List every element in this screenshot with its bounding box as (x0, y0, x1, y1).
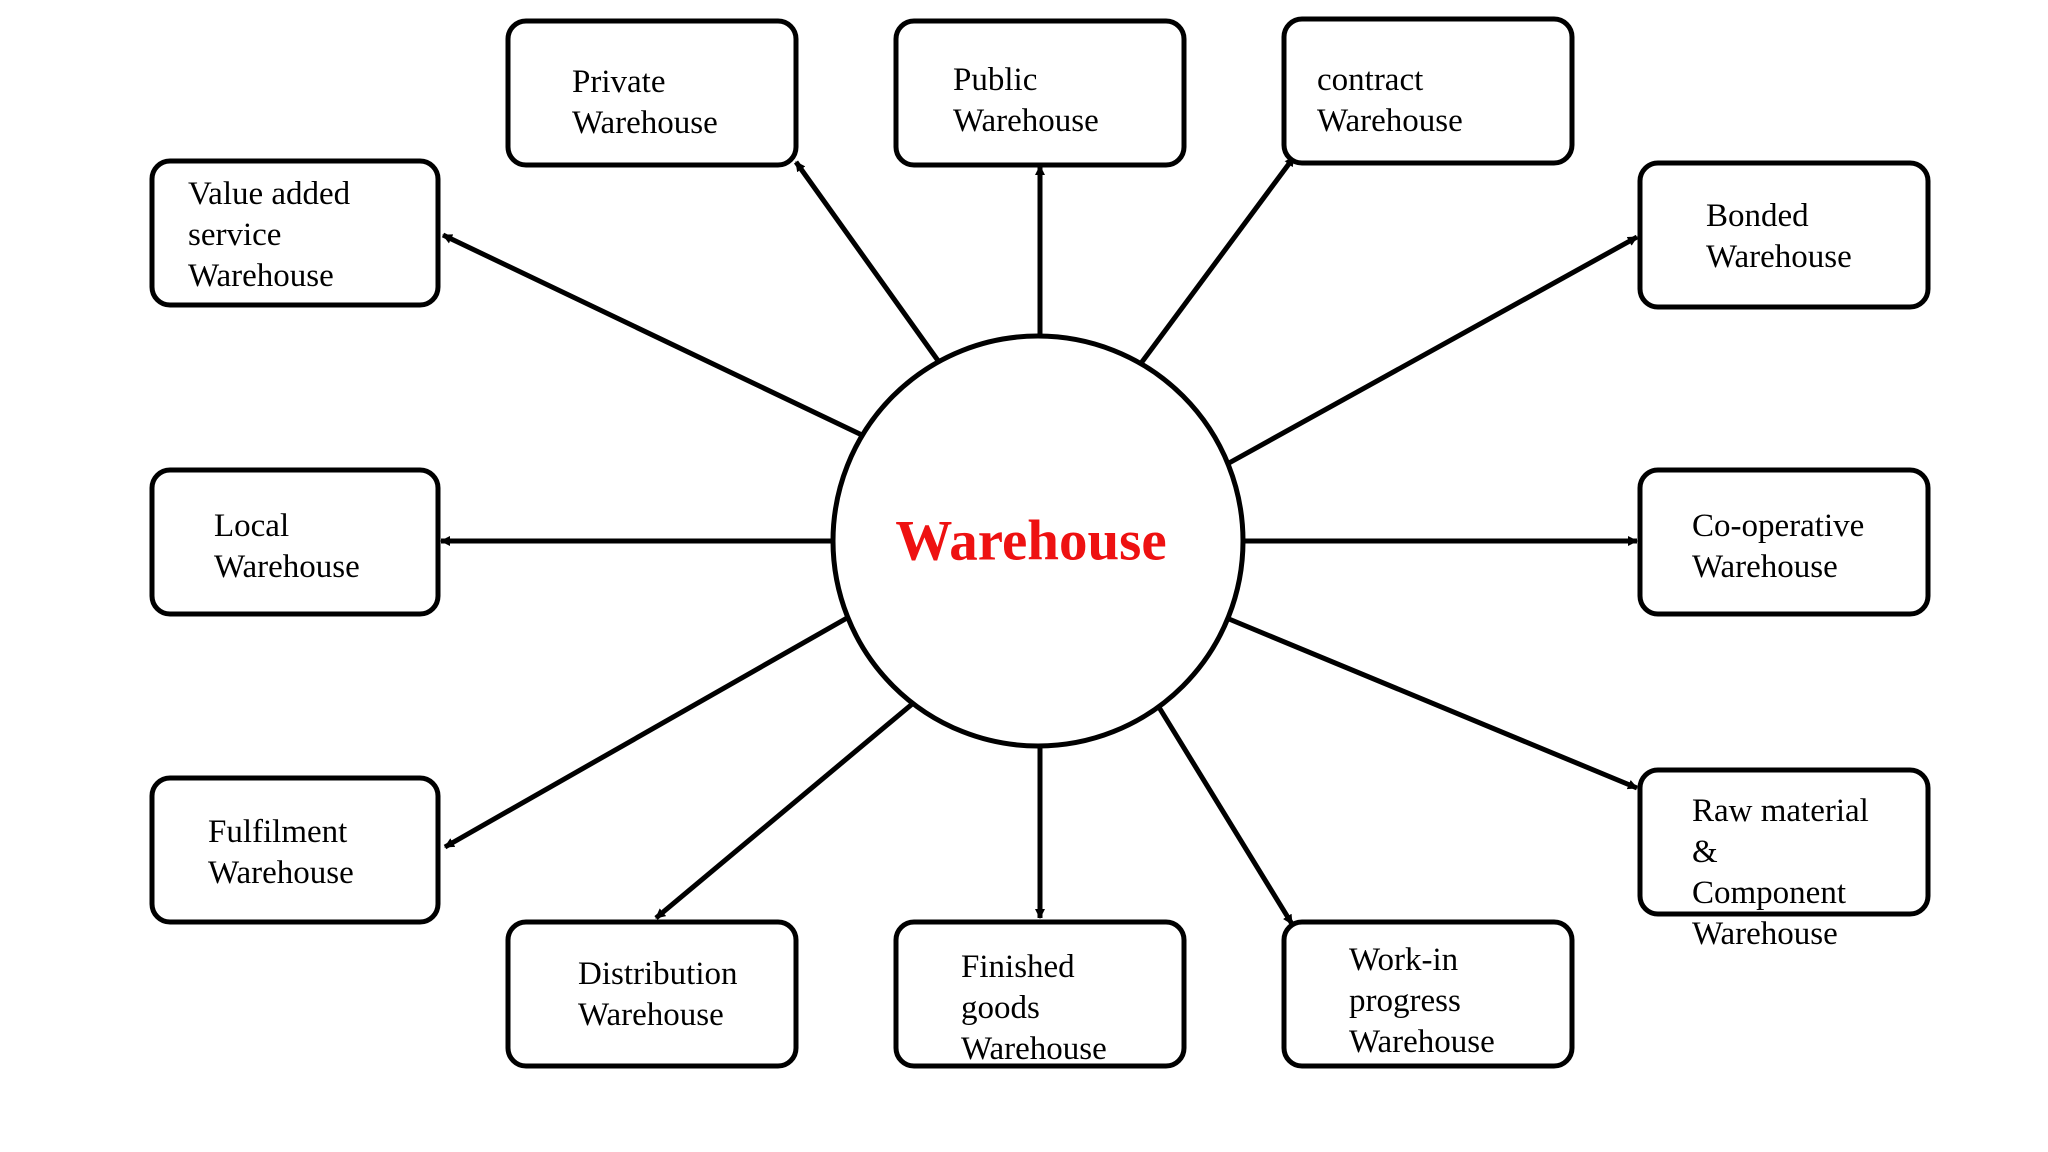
node-label-line: goods (961, 990, 1040, 1026)
node-label-line: Distribution (578, 956, 738, 992)
arrow-to-raw-material (1228, 616, 1638, 791)
node-box-distribution (505, 919, 799, 1069)
node-label-line: Warehouse (188, 258, 334, 294)
node-label-line: Component (1692, 875, 1846, 911)
node-box-co-operative (1637, 467, 1931, 617)
node-label-line: progress (1349, 983, 1461, 1019)
arrow-to-private (793, 160, 947, 371)
node-box-contract (1281, 16, 1575, 166)
node-label-line: Local (214, 508, 289, 544)
node-label-line: Warehouse (953, 103, 1099, 139)
node-box-fulfilment (149, 775, 441, 925)
node-label-line: Warehouse (572, 105, 718, 141)
connector-arrows (440, 155, 1639, 926)
node-label-line: Warehouse (1706, 239, 1852, 275)
node-label-line: Warehouse (214, 549, 360, 585)
node-label-line: Fulfilment (208, 814, 347, 850)
node-label-line: Private (572, 64, 665, 100)
node-box-public (893, 18, 1187, 168)
node-label-line: Warehouse (208, 855, 354, 891)
node-label-line: Warehouse (1317, 103, 1463, 139)
node-box-finished-goods (893, 919, 1187, 1069)
node-label-line: Co-operative (1692, 508, 1864, 544)
node-label-line: Warehouse (961, 1031, 1107, 1067)
node-label-line: Value added (188, 176, 351, 212)
node-box-local (149, 467, 441, 617)
node-label-line: Finished (961, 949, 1075, 985)
node-label-line: Work-in (1349, 942, 1458, 978)
hub-label: Warehouse (895, 510, 1166, 573)
node-label-line: Warehouse (1349, 1024, 1495, 1060)
node-label-line: Warehouse (578, 997, 724, 1033)
arrow-to-fulfilment (443, 615, 849, 850)
arrow-to-value-added (441, 232, 866, 439)
central-hub: Warehouse (830, 333, 1246, 749)
node-label-line: service (188, 217, 281, 253)
arrow-to-contract (1130, 155, 1297, 376)
arrow-to-bonded (1227, 234, 1639, 466)
node-label-line: Bonded (1706, 198, 1809, 234)
node-label-line: Public (953, 62, 1037, 98)
node-box-value-added (149, 158, 441, 308)
arrow-to-work-in-progress (1154, 702, 1295, 926)
node-label-line: contract (1317, 62, 1423, 98)
node-label-line: & (1692, 834, 1718, 870)
node-box-bonded (1637, 160, 1931, 310)
hub-circle (830, 333, 1246, 749)
node-box-private (505, 18, 799, 168)
node-box-raw-material (1637, 767, 1931, 917)
node-label-line: Warehouse (1692, 916, 1838, 952)
node-label-line: Raw material (1692, 793, 1869, 829)
node-box-work-in-progress (1281, 919, 1575, 1069)
node-label-line: Warehouse (1692, 549, 1838, 585)
arrow-to-distribution (654, 698, 919, 920)
